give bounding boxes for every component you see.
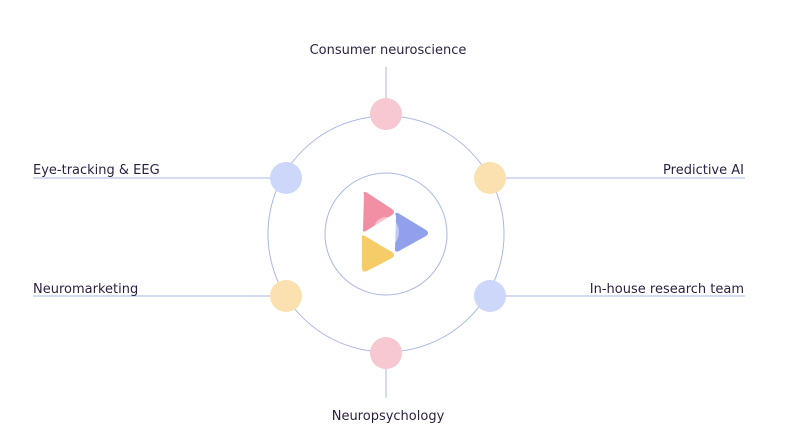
node-in-house-research-team	[474, 280, 506, 312]
label-predictive-ai: Predictive AI	[663, 163, 744, 178]
label-neuropsychology: Neuropsychology	[331, 409, 445, 424]
node-consumer-neuroscience	[370, 98, 402, 130]
label-in-house-research-team: In-house research team	[589, 282, 744, 297]
brand-logo	[361, 192, 428, 272]
label-eye-tracking-eeg: Eye-tracking & EEG	[33, 163, 160, 178]
node-eye-tracking-eeg	[270, 162, 302, 194]
logo-yellow-petal	[361, 235, 394, 272]
logo-highlight	[373, 217, 399, 247]
label-neuromarketing: Neuromarketing	[33, 282, 139, 297]
label-consumer-neuroscience: Consumer neuroscience	[309, 43, 467, 58]
logo-pink-petal	[362, 192, 394, 232]
logo-blue-petal	[395, 212, 428, 252]
inner-ring	[324, 172, 448, 296]
node-neuromarketing	[270, 280, 302, 312]
node-predictive-ai	[474, 162, 506, 194]
node-neuropsychology	[370, 337, 402, 369]
